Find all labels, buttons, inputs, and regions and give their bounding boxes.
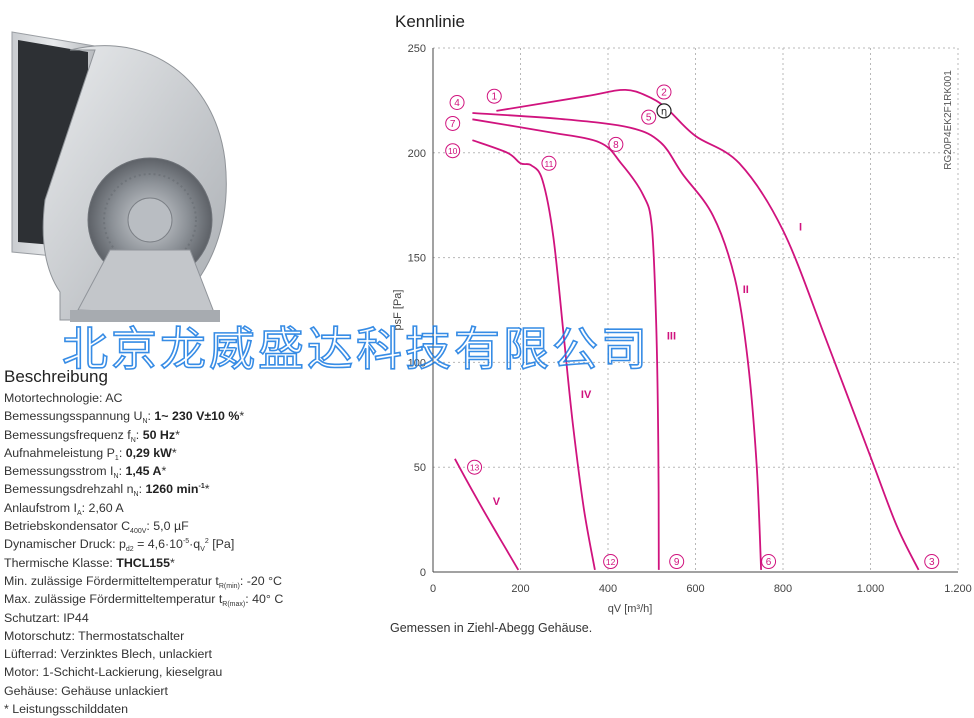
description-line-dynamic-pressure: Dynamischer Druck: pd2 = 4,6·10-5·qV2 [P… xyxy=(4,537,235,554)
description-line-rated-speed: Bemessungsdrehzahl nN: 1260 min-1* xyxy=(4,482,210,499)
point-marker-circle xyxy=(541,155,557,171)
y-axis-label: psF [Pa] xyxy=(392,290,404,331)
description-line-motor-tech: Motortechnologie: AC xyxy=(4,391,123,405)
point-marker-label: 6 xyxy=(766,557,772,568)
description-lines: Motortechnologie: AC Bemessungsspannung U… xyxy=(4,389,384,718)
point-marker-circle xyxy=(608,136,624,152)
x-tick-label: 1.200 xyxy=(944,583,972,595)
description-line-motor-protection: Motorschutz: Thermostatschalter xyxy=(4,628,185,643)
y-tick-label: 0 xyxy=(420,567,426,579)
point-marker-circle xyxy=(449,94,465,110)
description-line-protection: Schutzart: IP44 xyxy=(4,610,89,625)
y-tick-label: 50 xyxy=(414,462,426,474)
point-marker-circle xyxy=(924,554,940,570)
chart-axes xyxy=(432,48,958,573)
y-tick-label: 200 xyxy=(408,148,426,160)
point-marker-label: 9 xyxy=(674,557,680,568)
x-axis-label: qV [m³/h] xyxy=(608,603,653,615)
chart-curves xyxy=(454,88,920,571)
curve-s5 xyxy=(454,458,520,571)
y-tick-label: 250 xyxy=(408,43,426,55)
description-line-max-temp: Max. zulässige Fördermitteltemperatur tR… xyxy=(4,592,284,609)
point-marker-label: 2 xyxy=(661,88,667,99)
point-marker-circle xyxy=(761,554,777,570)
x-tick-label: 600 xyxy=(686,583,704,595)
curve-label: V xyxy=(493,496,501,508)
chart-title: Kennlinie xyxy=(395,12,465,31)
x-tick-label: 800 xyxy=(774,583,792,595)
chart-side-label: RG20P4EK2F1RK001 xyxy=(943,70,954,170)
description-block: Beschreibung Motortechnologie: AC Bemessu… xyxy=(4,367,384,718)
point-marker-label: 12 xyxy=(606,557,616,567)
y-tick-label: 100 xyxy=(408,357,426,369)
product-image xyxy=(0,10,240,340)
chart-grid xyxy=(433,47,959,572)
y-tick-label: 150 xyxy=(408,253,426,265)
point-marker-circle xyxy=(445,143,461,159)
chart-note: Gemessen in Ziehl-Abegg Gehäuse. xyxy=(390,621,593,635)
description-line-rated-frequency: Bemessungsfrequenz fN: 50 Hz* xyxy=(4,427,180,444)
chart-ticks: 0 200 400 600 800 1.000 1.200 0 50 100 150 200 250 qV… xyxy=(392,43,972,615)
point-marker-circle xyxy=(656,84,672,100)
description-line-impeller: Lüfterrad: Verzinktes Blech, unlackiert xyxy=(4,647,212,662)
point-marker-label: 3 xyxy=(929,557,935,568)
point-marker-label: 7 xyxy=(450,119,456,130)
point-marker-label: 10 xyxy=(448,146,458,156)
description-line-footnote: * Leistungsschilddaten xyxy=(4,702,128,717)
curve-label: III xyxy=(667,330,676,342)
point-marker-label: 4 xyxy=(454,98,460,109)
point-marker-circle xyxy=(669,554,685,570)
description-line-rated-current: Bemessungsstrom IN: 1,45 A* xyxy=(4,464,167,481)
point-marker-circle xyxy=(486,88,502,104)
efficiency-marker-label: η xyxy=(661,106,667,117)
x-tick-label: 0 xyxy=(430,583,436,595)
point-marker-circle xyxy=(467,459,483,475)
point-marker-circle xyxy=(641,109,657,125)
description-line-capacitor: Betriebskondensator C400V: 5,0 µF xyxy=(4,519,189,536)
description-line-starting-current: Anlaufstrom IA: 2,60 A xyxy=(4,500,124,517)
curve-s3 xyxy=(472,118,660,570)
description-line-thermal-class: Thermische Klasse: THCL155* xyxy=(4,555,175,570)
point-marker-label: 13 xyxy=(470,463,480,473)
description-title: Beschreibung xyxy=(4,367,108,386)
curve-label: II xyxy=(743,284,749,296)
curve-s2 xyxy=(472,112,762,570)
point-marker-circle xyxy=(603,554,619,570)
curve-s1 xyxy=(496,88,920,571)
point-marker-circle xyxy=(445,115,461,131)
x-tick-label: 200 xyxy=(511,583,529,595)
x-tick-label: 400 xyxy=(599,583,617,595)
point-marker-label: 8 xyxy=(613,140,619,151)
point-marker-label: 1 xyxy=(491,92,497,103)
description-line-rated-voltage: Bemessungsspannung UN: 1~ 230 V±10 %* xyxy=(4,409,245,426)
curve-label: IV xyxy=(581,389,592,401)
description-line-power-input: Aufnahmeleistung P1: 0,29 kW* xyxy=(4,445,177,462)
curve-label: I xyxy=(799,221,802,233)
description-line-motor-coating: Motor: 1-Schicht-Lackierung, kieselgrau xyxy=(4,665,223,680)
point-marker-label: 11 xyxy=(545,159,554,169)
curve-s4 xyxy=(472,139,596,571)
description-line-min-temp: Min. zulässige Fördermitteltemperatur tR… xyxy=(4,573,282,590)
efficiency-marker-circle xyxy=(656,103,672,119)
description-line-housing: Gehäuse: Gehäuse unlackiert xyxy=(4,683,168,698)
point-marker-label: 5 xyxy=(646,113,652,124)
x-tick-label: 1.000 xyxy=(857,583,885,595)
